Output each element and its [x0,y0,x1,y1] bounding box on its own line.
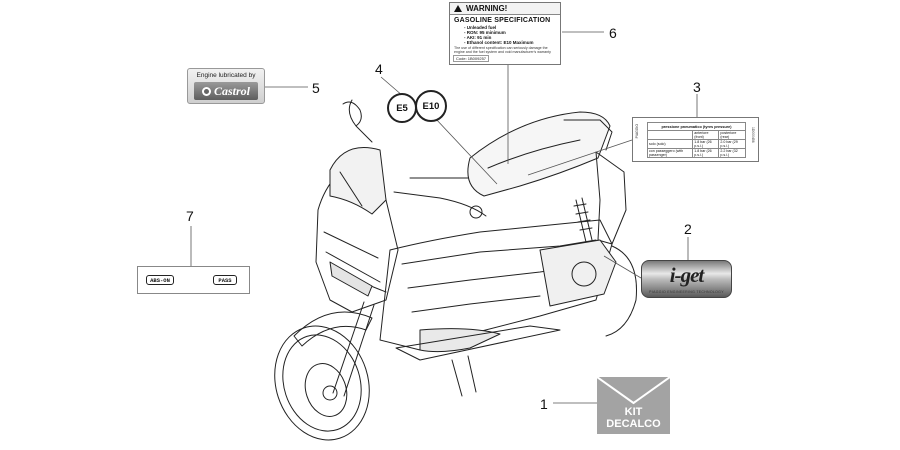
front-fork [332,301,375,397]
seat [467,111,611,197]
callout-4: 4 [375,61,383,77]
rear-wheel [605,245,637,337]
tyre-title: pressione pneumatico (tyres pressure) [647,122,746,131]
warning-note: The use of different specification can s… [454,46,551,55]
warning-header: WARNING! [450,3,560,15]
kit-line-1: KIT [624,406,643,418]
leader-3-body [527,139,633,176]
callout-3: 3 [693,79,701,95]
tyre-corner [646,130,694,140]
warning-triangle-icon [454,5,462,12]
warning-line: - Ethanol content: E10 Maximum [464,40,534,45]
castrol-top-text: Engine lubricated by [196,72,256,79]
iget-label: i-get PIAGGIO ENGINEERING TECHNOLOGY [641,260,732,298]
tyre-cell: 1.8 bar (26 p.s.i.) [692,148,720,158]
body-side [379,219,613,351]
callout-2: 2 [684,221,692,237]
warning-title: GASOLINE SPECIFICATION [454,17,551,24]
leader-4 [380,76,404,97]
warning-header-text: WARNING! [466,4,508,13]
callout-5: 5 [312,80,320,96]
leader-2-body [603,255,642,279]
headlight [329,261,373,297]
callout-7: 7 [186,208,194,224]
tyre-cell: 1.8 bar (26 p.s.i.) [692,139,720,149]
warning-code: Code: 1B009257 [453,55,490,62]
leader-lines [190,31,698,404]
tyre-col-rear: posteriore (rear) [718,130,746,140]
front-mudguard [293,311,373,347]
tyre-code-side: 1D000456 [751,127,755,143]
windscreen [329,147,387,215]
callout-6: 6 [609,25,617,41]
castrol-brand: Castrol [213,83,250,98]
leader-4-body [434,117,498,185]
tyre-cell: 2.0 bar (29 p.s.i.) [718,139,746,149]
abs-on-button: ABS-ON [146,275,174,285]
pass-button: PASS [213,275,237,285]
front-brake-disc [304,363,348,417]
scooter-drawing [274,99,637,441]
tyre-pressure-label: PIAGGIO pressione pneumatico (tyres pres… [632,117,759,162]
warning-line: - RON: 95 minimum [464,30,506,35]
rear-body [595,151,627,245]
tyre-row-label: con passeggero (with passenger) [646,148,694,158]
front-wheel-rim [282,334,362,432]
floorboard [395,325,561,361]
envelope-icon [597,377,670,405]
grab-rail [563,119,613,151]
kit-decalco-envelope: KIT DECALCO [597,377,670,434]
kit-line-2: DECALCO [606,418,661,430]
castrol-logo: Castrol [194,82,258,100]
iget-logo: i-get [669,263,704,287]
warning-line: - Unleaded fuel [464,25,497,30]
tyre-row-label: solo (solo) [646,139,694,149]
iget-subtitle: PIAGGIO ENGINEERING TECHNOLOGY [649,290,724,294]
tyre-cell: 2.2 bar (32 p.s.i.) [718,148,746,158]
tyre-pressure-table: pressione pneumatico (tyres pressure) an… [646,122,746,158]
front-wheel [274,325,370,441]
front-hub [322,385,338,401]
warning-line: - AKI: 91 min [464,35,492,40]
tyre-brand-side: PIAGGIO [635,124,639,139]
mirror [342,99,373,143]
fuel-badge-e5: E5 [387,93,417,123]
fuel-badge-e10: E10 [415,90,447,122]
engine-block [539,239,617,307]
abs-label: ABS-ON PASS [137,266,250,294]
warning-label: WARNING! GASOLINE SPECIFICATION - Unlead… [449,2,561,65]
castrol-mark-icon [201,86,211,96]
tyre-col-front: anteriore (front) [692,130,720,140]
callout-1: 1 [540,396,548,412]
castrol-label: Engine lubricated by Castrol [187,68,265,104]
